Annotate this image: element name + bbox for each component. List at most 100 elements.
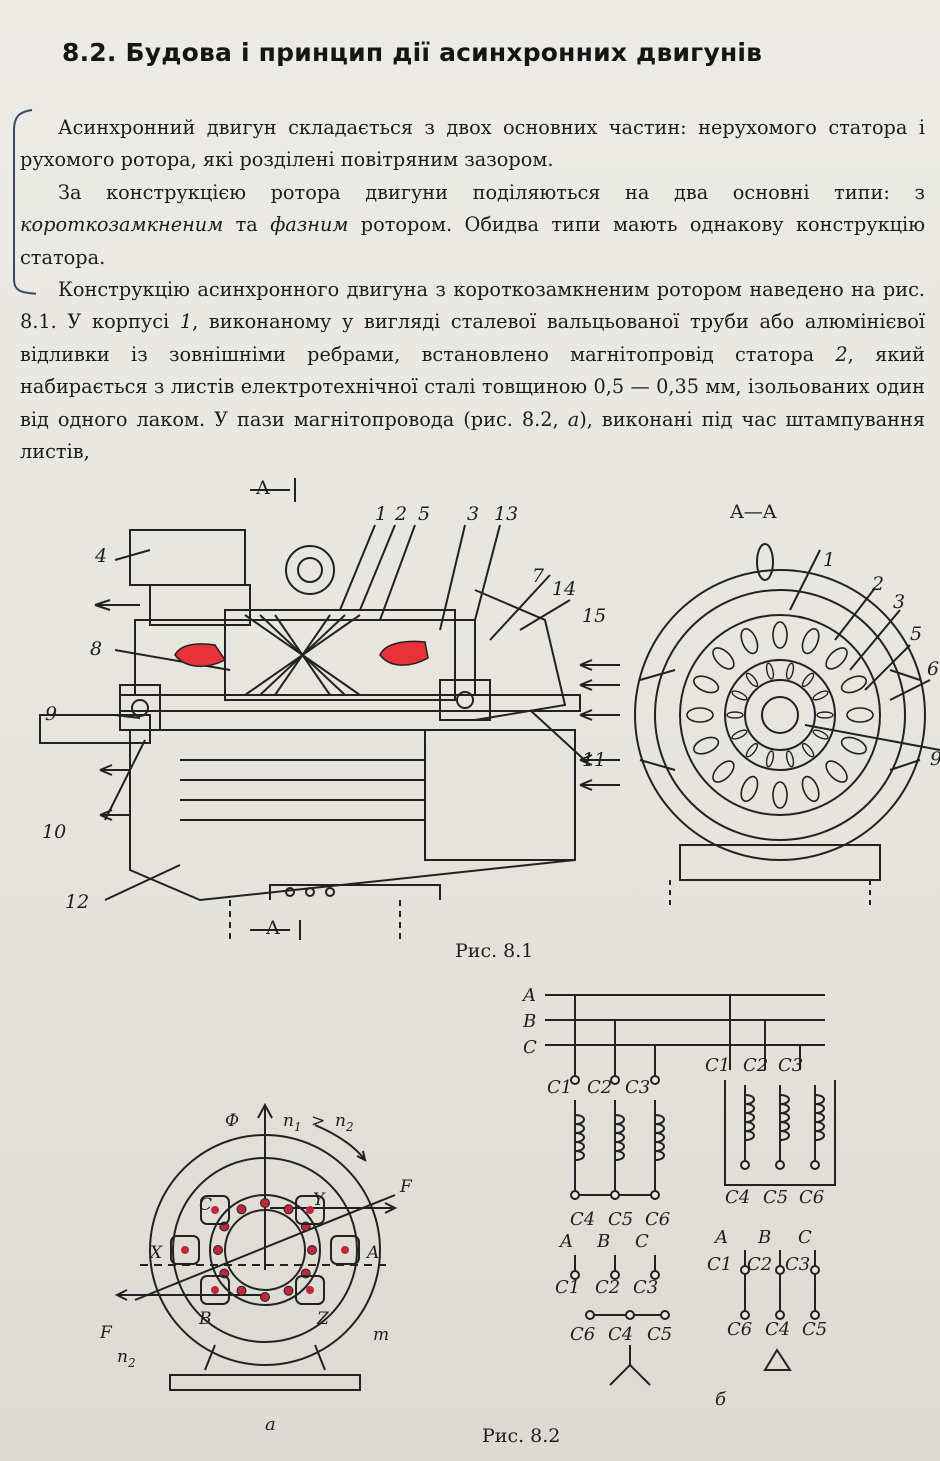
stator-conductor	[306, 1286, 314, 1294]
paragraph-2: За конструкцією ротора двигуни поділяють…	[20, 180, 926, 269]
speed-n1-subscript: 1	[294, 1120, 302, 1134]
terminal-node	[650, 1075, 660, 1085]
rotor-slot	[801, 742, 815, 758]
stator-slot	[772, 621, 788, 649]
rotor-slot	[812, 729, 829, 740]
section-title: A—A	[729, 501, 777, 523]
speed-n2-subscript: 2	[345, 1120, 354, 1134]
rotor-slot	[801, 672, 815, 688]
terminal-node	[740, 1160, 750, 1170]
rotor-slot	[726, 711, 744, 719]
star-phase-A: A	[558, 1231, 573, 1252]
rotor-conductor	[283, 1204, 294, 1215]
star-board-C2: C2	[595, 1277, 620, 1298]
fig1-label-2: 2	[394, 503, 407, 525]
rotor-slot	[745, 672, 759, 688]
end-winding-left-highlight	[174, 643, 227, 667]
stator-slot	[840, 736, 868, 755]
delta-board-C6: C6	[727, 1319, 752, 1340]
terminal-node	[660, 1310, 670, 1320]
delta-phase-A: A	[713, 1227, 728, 1248]
speed-greater-sign: >	[311, 1111, 325, 1131]
star-phase-C: C	[635, 1231, 649, 1252]
fig1-label-11: 11	[582, 749, 606, 771]
fig1-label-9: 9	[45, 703, 57, 725]
fig1-label-1: 1	[375, 503, 387, 525]
delta-phase-B: B	[757, 1227, 771, 1248]
star-board-C4: C4	[608, 1324, 633, 1345]
terminal-node	[650, 1270, 660, 1280]
terminal-node	[775, 1160, 785, 1170]
terminal-node	[585, 1310, 595, 1320]
fig1-label-4: 4	[94, 545, 107, 567]
rotor-slot	[785, 662, 795, 680]
section-heading: 8.2. Будова і принцип дії асинхронних дв…	[62, 38, 763, 67]
star-board-C6: C6	[570, 1324, 595, 1345]
section-mark-top: A	[255, 477, 270, 499]
terminal-C2-delta: C2	[743, 1055, 768, 1076]
terminal-C6-star: C6	[645, 1209, 670, 1230]
terminal-node	[625, 1310, 635, 1320]
stator-pole	[200, 1275, 230, 1305]
paragraph-3: Конструкцію асинхронного двигуна з корот…	[20, 278, 925, 464]
stator-conductor	[181, 1246, 189, 1254]
rotor-slot	[731, 690, 748, 701]
terminal-C1-delta: C1	[705, 1055, 730, 1076]
stator-slot	[801, 775, 820, 803]
pole-X: X	[148, 1243, 163, 1263]
subfigure-b-label: б	[715, 1389, 727, 1410]
force-label-right: F	[399, 1177, 413, 1197]
rotor-conductors	[170, 1195, 360, 1305]
fig1-label-14: 14	[552, 578, 576, 600]
stator-pole	[330, 1235, 360, 1265]
body-text: Асинхронний двигун складається з двох ос…	[20, 112, 925, 468]
stator-slot	[846, 707, 874, 723]
stator-conductor	[306, 1206, 314, 1214]
figure-8-1-motor-drawing: 1 2 5 3 13 4 7 14 15 8 9 10 11 12 A A A—…	[39, 477, 940, 940]
rotor-slot	[765, 662, 775, 680]
terminal-C6-delta: C6	[799, 1187, 824, 1208]
figure-8-2b-connection-schemes: A B C C1 C2 C3 C1 C2 C3 C4 C5 C6 C4 C5 C…	[521, 985, 836, 1410]
moment-label: m	[373, 1325, 389, 1345]
force-label-left: F	[99, 1323, 113, 1343]
stator-pole	[295, 1195, 325, 1225]
winding-coil	[654, 1114, 665, 1161]
star-board-C3: C3	[633, 1277, 658, 1298]
rotor-slot	[731, 729, 748, 740]
terminal-node	[740, 1310, 750, 1320]
pole-Y: Y	[313, 1190, 326, 1210]
rotor-conductor	[236, 1204, 247, 1215]
section-label-3: 3	[893, 591, 905, 613]
figure-8-2-caption: Рис. 8.2	[482, 1425, 561, 1447]
delta-board-C4: C4	[765, 1319, 790, 1340]
terminal-node	[650, 1190, 660, 1200]
stator-conductor	[211, 1206, 219, 1214]
speed-n2-bottom-subscript: 2	[127, 1356, 136, 1370]
rotor-slot	[785, 750, 795, 768]
stator-slot	[801, 627, 820, 655]
stator-conductor	[211, 1286, 219, 1294]
terminal-node	[775, 1310, 785, 1320]
stator-slot	[825, 760, 848, 783]
rotor-conductor	[260, 1198, 270, 1208]
terminal-C3-star: C3	[625, 1077, 650, 1098]
terminal-C5-delta: C5	[763, 1187, 788, 1208]
fig1-label-3: 3	[467, 503, 479, 525]
stator-slot	[840, 675, 868, 694]
fig1-label-8: 8	[90, 638, 102, 660]
winding-coil	[574, 1114, 585, 1161]
fig1-label-7: 7	[532, 565, 545, 587]
bus-label-B: B	[522, 1011, 536, 1032]
winding-coil	[614, 1114, 625, 1161]
section-label-9: 9	[930, 748, 940, 770]
terminal-node	[810, 1310, 820, 1320]
terminal-C4-star: C4	[570, 1209, 595, 1230]
pole-B: B	[198, 1309, 212, 1329]
terminal-node	[610, 1075, 620, 1085]
section-label-6: 6	[927, 658, 939, 680]
subfigure-a-label: а	[265, 1414, 276, 1430]
star-phase-B: B	[596, 1231, 610, 1252]
speed-n2-bottom-label: n	[117, 1347, 128, 1367]
pole-Z: Z	[316, 1309, 330, 1329]
terminal-node	[775, 1265, 785, 1275]
